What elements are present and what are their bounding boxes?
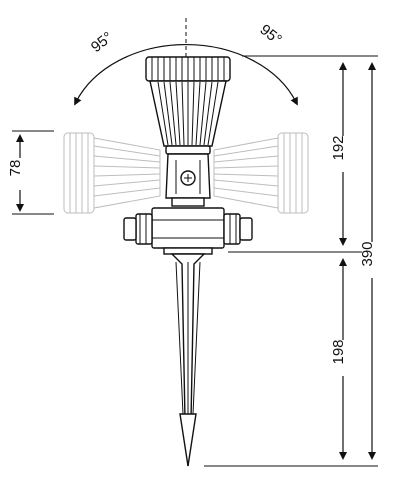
dim-390-label: 390 [359,241,376,266]
dim-192-label: 192 [330,135,347,160]
dim-192-label-bg [333,136,353,172]
rotation-arc [74,43,298,106]
ghost-head-left [63,132,161,214]
junction-box [123,207,253,255]
rotation-left-label: 95° [88,29,116,56]
pivot-bracket [165,153,211,207]
lamp-head [145,56,231,155]
dim-198-label: 198 [330,339,347,364]
dim-390-label-bg [362,242,382,278]
rotation-right-label: 95° [257,21,285,48]
dim-198-label-bg [333,340,353,376]
dim-78-label: 78 [7,160,24,177]
ghost-head-right [213,132,309,214]
ground-spike [170,253,206,467]
dim-78-label-bg [10,158,30,190]
